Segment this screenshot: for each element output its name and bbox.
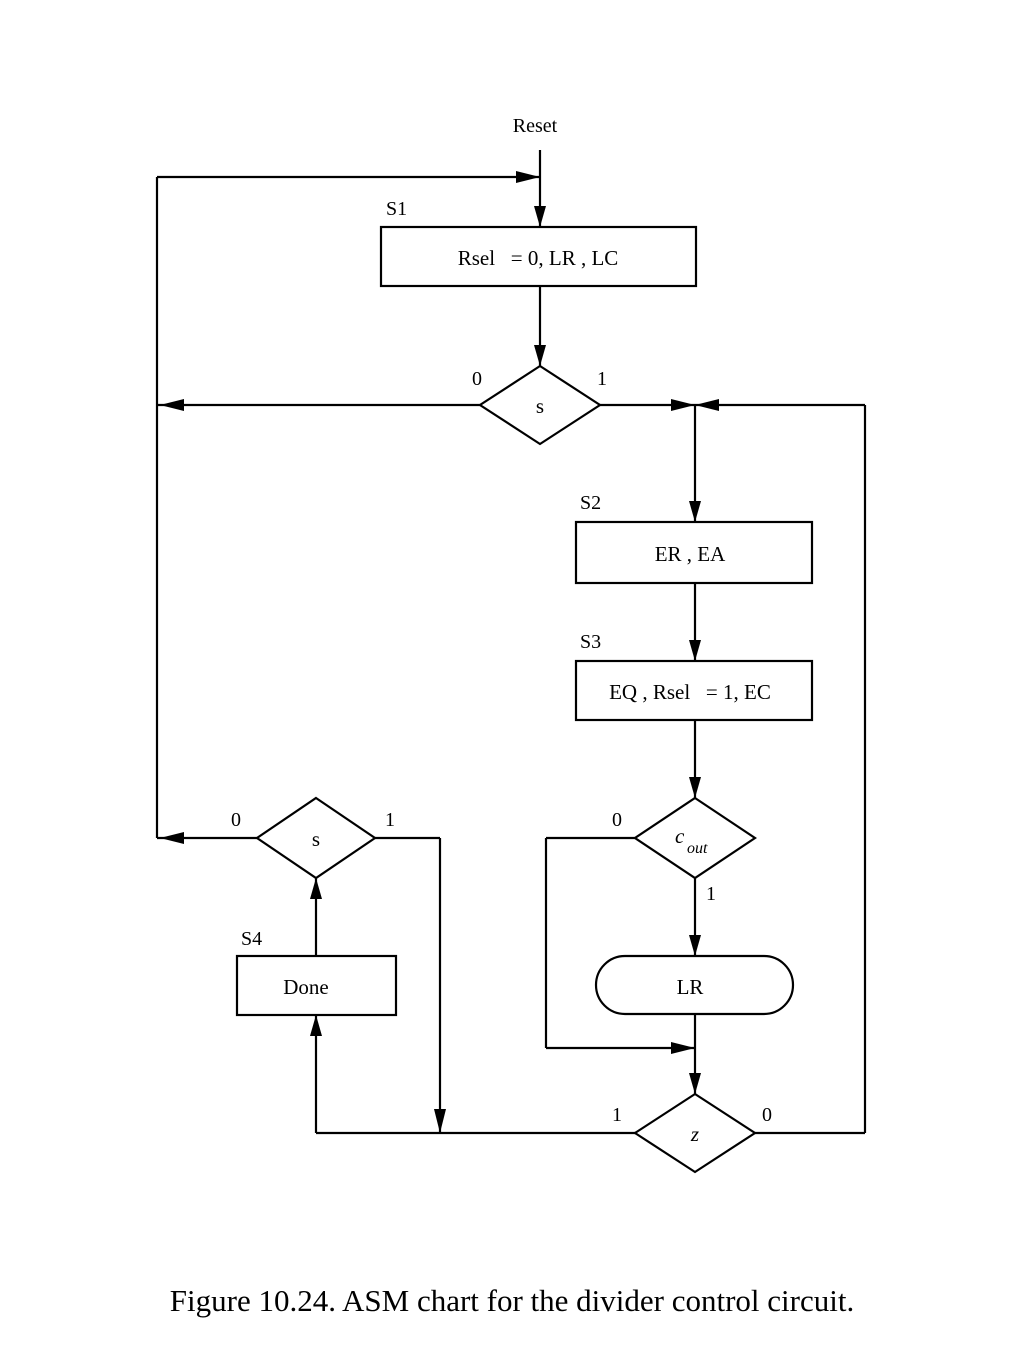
arrow-down-into-s1 [534,206,546,227]
state-s4-action: Done [283,975,329,999]
decision-z-label: z [690,1122,699,1146]
arrow-left-s-bottom-0 [160,832,184,844]
state-s2: S2 ER , EA [574,492,814,585]
arrow-down-into-cout [689,777,701,798]
state-s1-name: S1 [386,198,407,220]
connector-lines [155,150,867,1135]
arrowheads [160,171,719,1133]
decision-s-top-label: s [536,394,544,418]
state-s4: S4 Done [235,928,398,1017]
decision-z-0: 0 [762,1104,772,1126]
conditional-output-lr: LR [594,954,795,1016]
arrow-right-cout-0-join [671,1042,695,1054]
state-s4-name: S4 [241,928,262,950]
decision-s-top-0: 0 [472,368,482,390]
decision-cout-0: 0 [612,809,622,831]
arrow-left-loop-join [695,399,719,411]
decision-cout-subscript: out [687,840,708,857]
decision-s-bottom-label: s [312,827,320,851]
decision-s-bottom: s 0 1 [231,796,395,880]
decision-z-1: 1 [612,1104,622,1126]
arrow-down-into-s2 [689,501,701,522]
state-s2-action: ER , EA [655,542,726,566]
arrow-down-into-s-top [534,345,546,366]
state-s3-action: EQ , Rsel = 1, EC [609,680,771,704]
state-s1-action: Rsel = 0, LR , LC [458,246,619,270]
arrow-down-into-s3 [689,640,701,661]
state-s3-name: S3 [580,631,601,653]
decision-cout-label: c [675,824,685,848]
arrow-up-into-s4 [310,1015,322,1036]
arrow-left-s-top-0 [160,399,184,411]
arrow-down-into-lr [689,935,701,956]
arrow-up-into-s-bottom [310,878,322,899]
state-s3: S3 EQ , Rsel = 1, EC [574,631,814,722]
decision-s-top: s 0 1 [472,364,607,446]
arrow-right-s-top-1 [671,399,695,411]
arrow-down-into-z [689,1073,701,1094]
decision-z: z 1 0 [612,1092,772,1174]
state-s1: S1 Rsel = 0, LR , LC [379,198,698,288]
reset-label: Reset [513,115,558,137]
state-s2-name: S2 [580,492,601,514]
decision-s-top-1: 1 [597,368,607,390]
conditional-output-label: LR [677,975,704,999]
decision-cout: c out 0 1 [612,796,757,905]
decision-s-bottom-1: 1 [385,809,395,831]
arrow-down-s-bottom-1 [434,1109,446,1133]
decision-s-bottom-0: 0 [231,809,241,831]
decision-cout-1: 1 [706,883,716,905]
figure-caption: Figure 10.24. ASM chart for the divider … [169,1283,855,1318]
arrow-right-top-loop [516,171,540,183]
